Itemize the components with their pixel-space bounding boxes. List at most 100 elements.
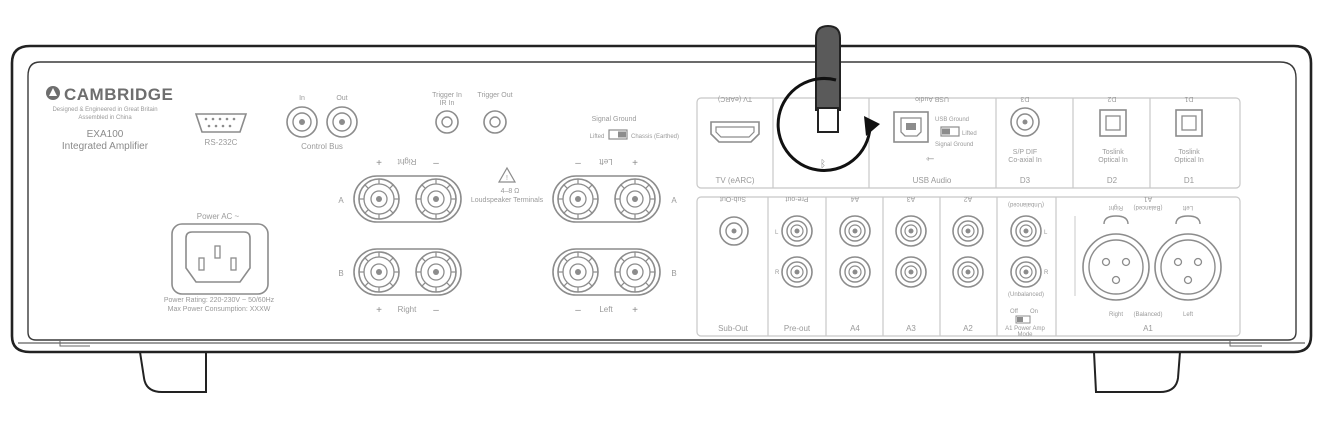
- xlr-left-input[interactable]: [1154, 215, 1222, 301]
- rs232-port[interactable]: [194, 113, 248, 133]
- svg-text:–: –: [575, 158, 581, 169]
- speaker-terminal-groups[interactable]: [353, 175, 661, 296]
- ir-in-label: IR In: [440, 100, 455, 107]
- model-desc: Integrated Amplifier: [62, 141, 149, 152]
- spdif-label: S/P DIF: [1013, 149, 1037, 156]
- warning-triangle-icon: [497, 166, 517, 183]
- speaker-right-labels: + Right – A B + Right –: [338, 157, 439, 316]
- usb-ground-switch[interactable]: [940, 126, 960, 137]
- speaker-left-b-post-1[interactable]: [557, 251, 599, 293]
- a4-label: A4: [850, 324, 860, 333]
- svg-text:–: –: [575, 305, 581, 316]
- control-bus-label: Control Bus: [301, 142, 343, 151]
- speaker-left-a-post-2[interactable]: [614, 178, 656, 220]
- speaker-left-labels: – Left + A B – Left +: [575, 157, 677, 316]
- speaker-right-a-post-2[interactable]: [415, 178, 457, 220]
- xlr-right-top-label: Right: [1109, 204, 1123, 210]
- d1-optical-label: Optical In: [1174, 157, 1204, 164]
- usb-audio-top-label: USB Audio: [915, 95, 949, 102]
- analog-panel: [696, 196, 1241, 337]
- signal-ground-label: Signal Ground: [592, 116, 637, 123]
- speaker-right-b-post-2[interactable]: [415, 251, 457, 293]
- speaker-impedance: 4–8 Ω: [501, 188, 520, 195]
- a4-top-label: A4: [851, 195, 860, 202]
- sub-out-top-label: Sub-Out: [720, 195, 746, 202]
- xlr-right-label: Right: [1109, 312, 1123, 318]
- d3-label: D3: [1020, 176, 1031, 185]
- sub-out-jack[interactable]: [719, 216, 749, 246]
- a1-unbalanced-left-jack[interactable]: [1010, 215, 1042, 247]
- speaker-left-b-post-2[interactable]: [614, 251, 656, 293]
- a3-label: A3: [906, 324, 916, 333]
- pre-out-top-label: Pre-out: [785, 195, 808, 202]
- balanced-top-label: (Balanced): [1133, 204, 1162, 210]
- power-ac-inlet[interactable]: [171, 223, 269, 295]
- a1-mode-label-2: Mode: [1017, 332, 1033, 338]
- a2-right-jack[interactable]: [952, 256, 984, 288]
- a1-label: A1: [1143, 324, 1153, 333]
- xlr-left-top-label: Left: [1183, 204, 1193, 210]
- d2-optical-label: Optical In: [1098, 157, 1128, 164]
- signal-ground-switch[interactable]: [608, 129, 628, 140]
- tv-earc-label: TV (eARC): [715, 176, 754, 185]
- optical-d1-port[interactable]: [1175, 109, 1203, 137]
- pre-out-right-jack[interactable]: [781, 256, 813, 288]
- a1-unbalanced-top-label: (Unbalanced): [1008, 201, 1044, 207]
- trigger-out-label: Trigger Out: [477, 92, 512, 99]
- optical-d2-port[interactable]: [1099, 109, 1127, 137]
- a3-right-jack[interactable]: [895, 256, 927, 288]
- speaker-right-a-terminals[interactable]: [353, 175, 462, 223]
- control-bus-in-jack[interactable]: [286, 106, 318, 138]
- pre-out-label: Pre-out: [784, 324, 811, 333]
- assembled-text: Assembled in China: [78, 115, 132, 121]
- trigger-out-jack[interactable]: [483, 110, 507, 134]
- a1-unbalanced-right-jack[interactable]: [1010, 256, 1042, 288]
- designed-text: Designed & Engineered in Great Britain: [52, 107, 157, 113]
- cambridge-logo-mark: [49, 88, 57, 96]
- digital-panel: [696, 97, 1241, 189]
- a4-right-jack[interactable]: [839, 256, 871, 288]
- a2-left-jack[interactable]: [952, 215, 984, 247]
- speaker-right-b-terminals[interactable]: [353, 248, 462, 296]
- usb-signal-ground-label: Signal Ground: [935, 142, 973, 148]
- a3-left-jack[interactable]: [895, 215, 927, 247]
- speaker-left-a-post-1[interactable]: [557, 178, 599, 220]
- bluetooth-antenna[interactable]: [815, 24, 841, 133]
- a1-mode-on-label: On: [1030, 309, 1038, 315]
- a1-power-amp-mode-switch[interactable]: [1015, 315, 1031, 324]
- d3-top-label: D3: [1020, 95, 1029, 102]
- pre-out-left-jack[interactable]: [781, 215, 813, 247]
- xlr-right-input[interactable]: [1082, 215, 1150, 301]
- svg-text:+: +: [632, 305, 638, 316]
- speaker-right-b-post-1[interactable]: [358, 251, 400, 293]
- speaker-left-b-terminals[interactable]: [552, 248, 661, 296]
- svg-text:A: A: [338, 196, 344, 205]
- right-latch: [1229, 340, 1262, 347]
- svg-text:A: A: [671, 196, 677, 205]
- sub-out-label: Sub-Out: [718, 324, 749, 333]
- coaxial-d3-jack[interactable]: [1010, 107, 1040, 137]
- d2-toslink-label: Toslink: [1102, 149, 1124, 156]
- speaker-left-a-terminals[interactable]: [552, 175, 661, 223]
- power-rating-label: Power Rating: 220-230V ~ 50/60Hz: [164, 297, 275, 304]
- pre-out-l-label: L: [775, 230, 779, 236]
- speaker-right-a-post-1[interactable]: [358, 178, 400, 220]
- balanced-label: (Balanced): [1133, 312, 1162, 318]
- xlr-left-label: Left: [1183, 312, 1193, 318]
- rca-jack-columns[interactable]: [781, 215, 1042, 288]
- trigger-in-jack[interactable]: [435, 110, 459, 134]
- right-foot: [1092, 351, 1182, 393]
- a4-left-jack[interactable]: [839, 215, 871, 247]
- d1-label: D1: [1184, 176, 1195, 185]
- svg-text:+: +: [376, 305, 382, 316]
- usb-b-port[interactable]: [893, 111, 929, 143]
- hdmi-earc-port[interactable]: [710, 121, 760, 143]
- control-bus-out-jack[interactable]: [326, 106, 358, 138]
- svg-text:Left: Left: [599, 305, 613, 314]
- usb-icon: ⇽: [926, 154, 934, 165]
- svg-text:Right: Right: [397, 157, 416, 166]
- max-power-label: Max Power Consumption: XXXW: [168, 306, 271, 313]
- usb-audio-label: USB Audio: [913, 176, 952, 185]
- d2-top-label: D2: [1107, 95, 1116, 102]
